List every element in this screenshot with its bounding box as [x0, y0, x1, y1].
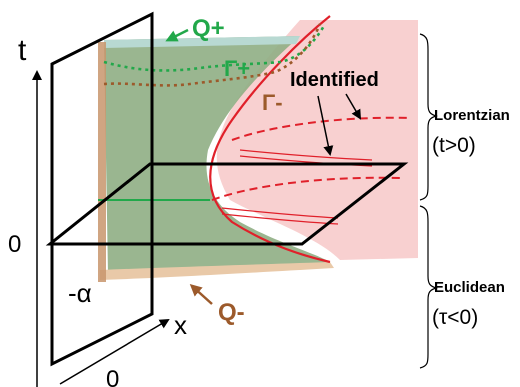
identified-arrow-upper: [345, 93, 362, 120]
identified-dashed-upper: [231, 116, 411, 141]
x-axis-label: x: [174, 310, 187, 340]
lorentzian-brace: [419, 33, 438, 201]
t-axis-label: t: [18, 34, 27, 67]
q-minus-boundary-band: [100, 262, 334, 280]
thin-line-lower-a: [221, 207, 339, 219]
identified-arrow-lower: [317, 95, 334, 156]
lorentzian-condition: (t>0): [432, 134, 476, 157]
q-plus-label: Q+: [192, 15, 225, 42]
red-boundary-curve: [209, 15, 331, 264]
q-minus-label: Q-: [218, 299, 245, 326]
zero-horizontal-label: 0: [106, 366, 119, 387]
q-plus-arrow: [165, 28, 189, 42]
neg-alpha-label: -α: [68, 278, 92, 308]
thin-line-upper-a: [239, 149, 373, 161]
gamma-plus-label: Γ+: [224, 56, 250, 81]
euclidean-condition: (τ<0): [432, 306, 478, 329]
euclidean-label: Euclidean: [434, 279, 505, 296]
zero-vertical-label: 0: [8, 231, 21, 258]
lorentzian-label: Lorentzian: [434, 107, 510, 124]
gamma-minus-curve: [103, 23, 322, 87]
identified-label: Identified: [290, 69, 379, 91]
identified-dashed-lower: [211, 176, 401, 201]
horizontal-plane: [45, 162, 409, 246]
gamma-plus-curve: [103, 23, 327, 72]
euclidean-brace: [419, 205, 438, 369]
gamma-minus-label: Γ-: [262, 90, 283, 115]
q-minus-arrow: [189, 283, 213, 305]
brown-bar: [98, 42, 106, 282]
pink-lorentzian-region: [216, 20, 418, 260]
vertical-plane: [50, 11, 154, 367]
green-bulk-region: [104, 36, 330, 275]
x-axis-arrow: [59, 318, 170, 385]
